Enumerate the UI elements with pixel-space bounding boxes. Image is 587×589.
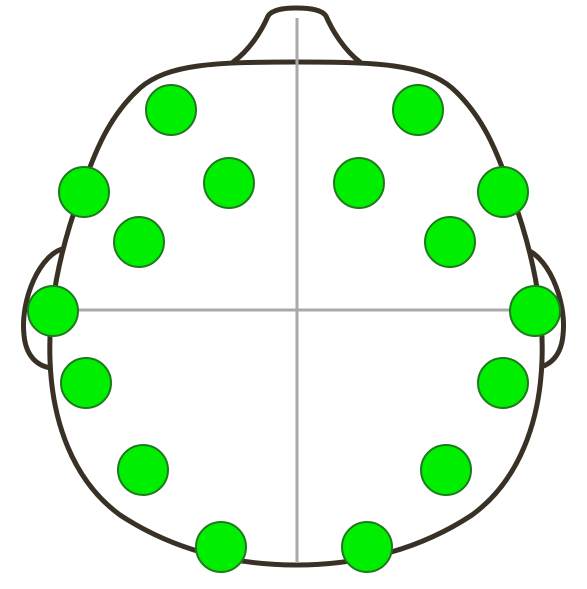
electrode-icon — [510, 286, 560, 336]
electrode-icon — [28, 286, 78, 336]
electrode-icon — [478, 167, 528, 217]
electrode-icon — [61, 358, 111, 408]
electrode-icon — [478, 358, 528, 408]
electrode-icon — [342, 522, 392, 572]
electrode-icon — [118, 445, 168, 495]
electrode-icon — [393, 85, 443, 135]
electrode-icon — [334, 158, 384, 208]
electrode-icon — [114, 217, 164, 267]
electrode-icon — [425, 217, 475, 267]
electrode-icon — [59, 167, 109, 217]
electrode-icon — [421, 445, 471, 495]
electrode-icon — [146, 85, 196, 135]
electrode-icon — [204, 158, 254, 208]
electrode-icon — [196, 522, 246, 572]
